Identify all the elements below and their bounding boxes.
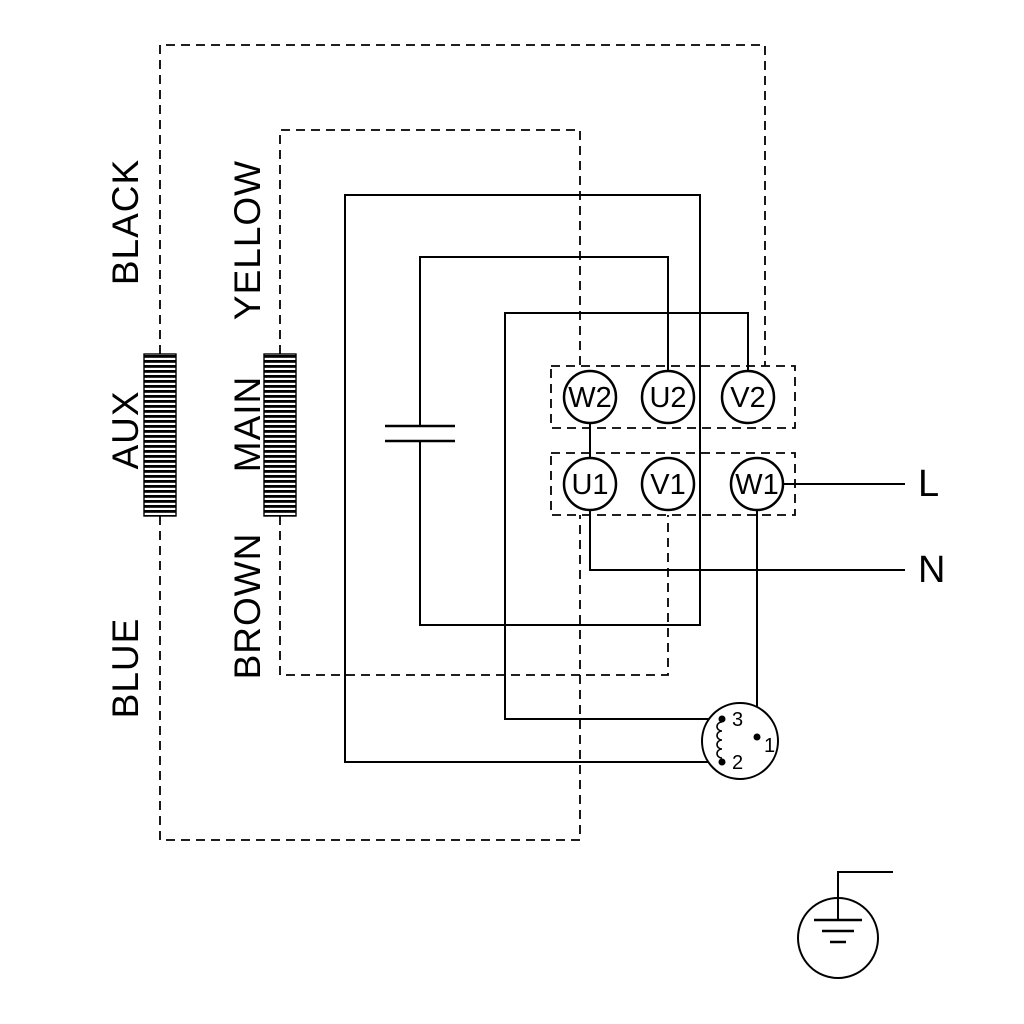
terminal-u1-circle [562, 456, 618, 512]
internal-wiring [344, 194, 905, 763]
wire-brown [279, 515, 669, 676]
aux-winding-coil [143, 353, 177, 517]
protector-terminal-2-label: 2 [732, 752, 743, 774]
wire-capacitor-to-u2 [419, 256, 669, 426]
earth-ground-icon [797, 871, 893, 979]
terminal-u1-label: U1 [571, 469, 608, 501]
terminal-v1-label: V1 [650, 469, 685, 501]
terminal-u2-label: U2 [649, 382, 686, 414]
protector-terminal-3-label: 3 [732, 709, 743, 731]
main-winding-label: MAIN [227, 376, 268, 473]
wire-v2-to-protector [504, 312, 749, 720]
protector-terminal-3-dot [718, 715, 726, 723]
terminal-w2-label: W2 [568, 382, 612, 414]
terminal-u2-circle [640, 369, 696, 425]
terminal-board-top-row-outline [550, 365, 796, 429]
wire-label-black: BLACK [105, 159, 146, 285]
wire-blue [159, 515, 581, 841]
wire-yellow [279, 129, 581, 366]
wire-black [159, 44, 766, 366]
terminal-w1-circle [729, 456, 785, 512]
terminal-v2-label: V2 [730, 382, 765, 414]
terminal-w1-label: W1 [735, 469, 779, 501]
terminal-v1-circle [640, 456, 696, 512]
terminal-board: W2 U2 V2 U1 V1 W1 [562, 369, 785, 512]
protector-terminal-2-dot [718, 758, 726, 766]
protector-terminal-1-label: 1 [764, 735, 775, 757]
supply-neutral-label: N [918, 549, 945, 591]
wire-capacitor-to-protector [344, 194, 722, 763]
wire-label-blue: BLUE [105, 618, 146, 719]
wire-label-yellow: YELLOW [227, 160, 268, 320]
thermal-protector-coil [716, 721, 723, 759]
main-winding-coil [263, 353, 297, 517]
aux-winding-label: AUX [105, 390, 146, 469]
terminal-w2-circle [562, 369, 618, 425]
terminal-v2-circle [720, 369, 776, 425]
wire-label-brown: BROWN [227, 533, 268, 680]
protector-terminal-1-dot [753, 733, 761, 741]
capacitor-icon [385, 424, 455, 443]
thermal-protector: 3 2 1 [701, 702, 779, 780]
wire-to-neutral-N [589, 510, 905, 571]
supply-line-label: L [918, 463, 939, 505]
